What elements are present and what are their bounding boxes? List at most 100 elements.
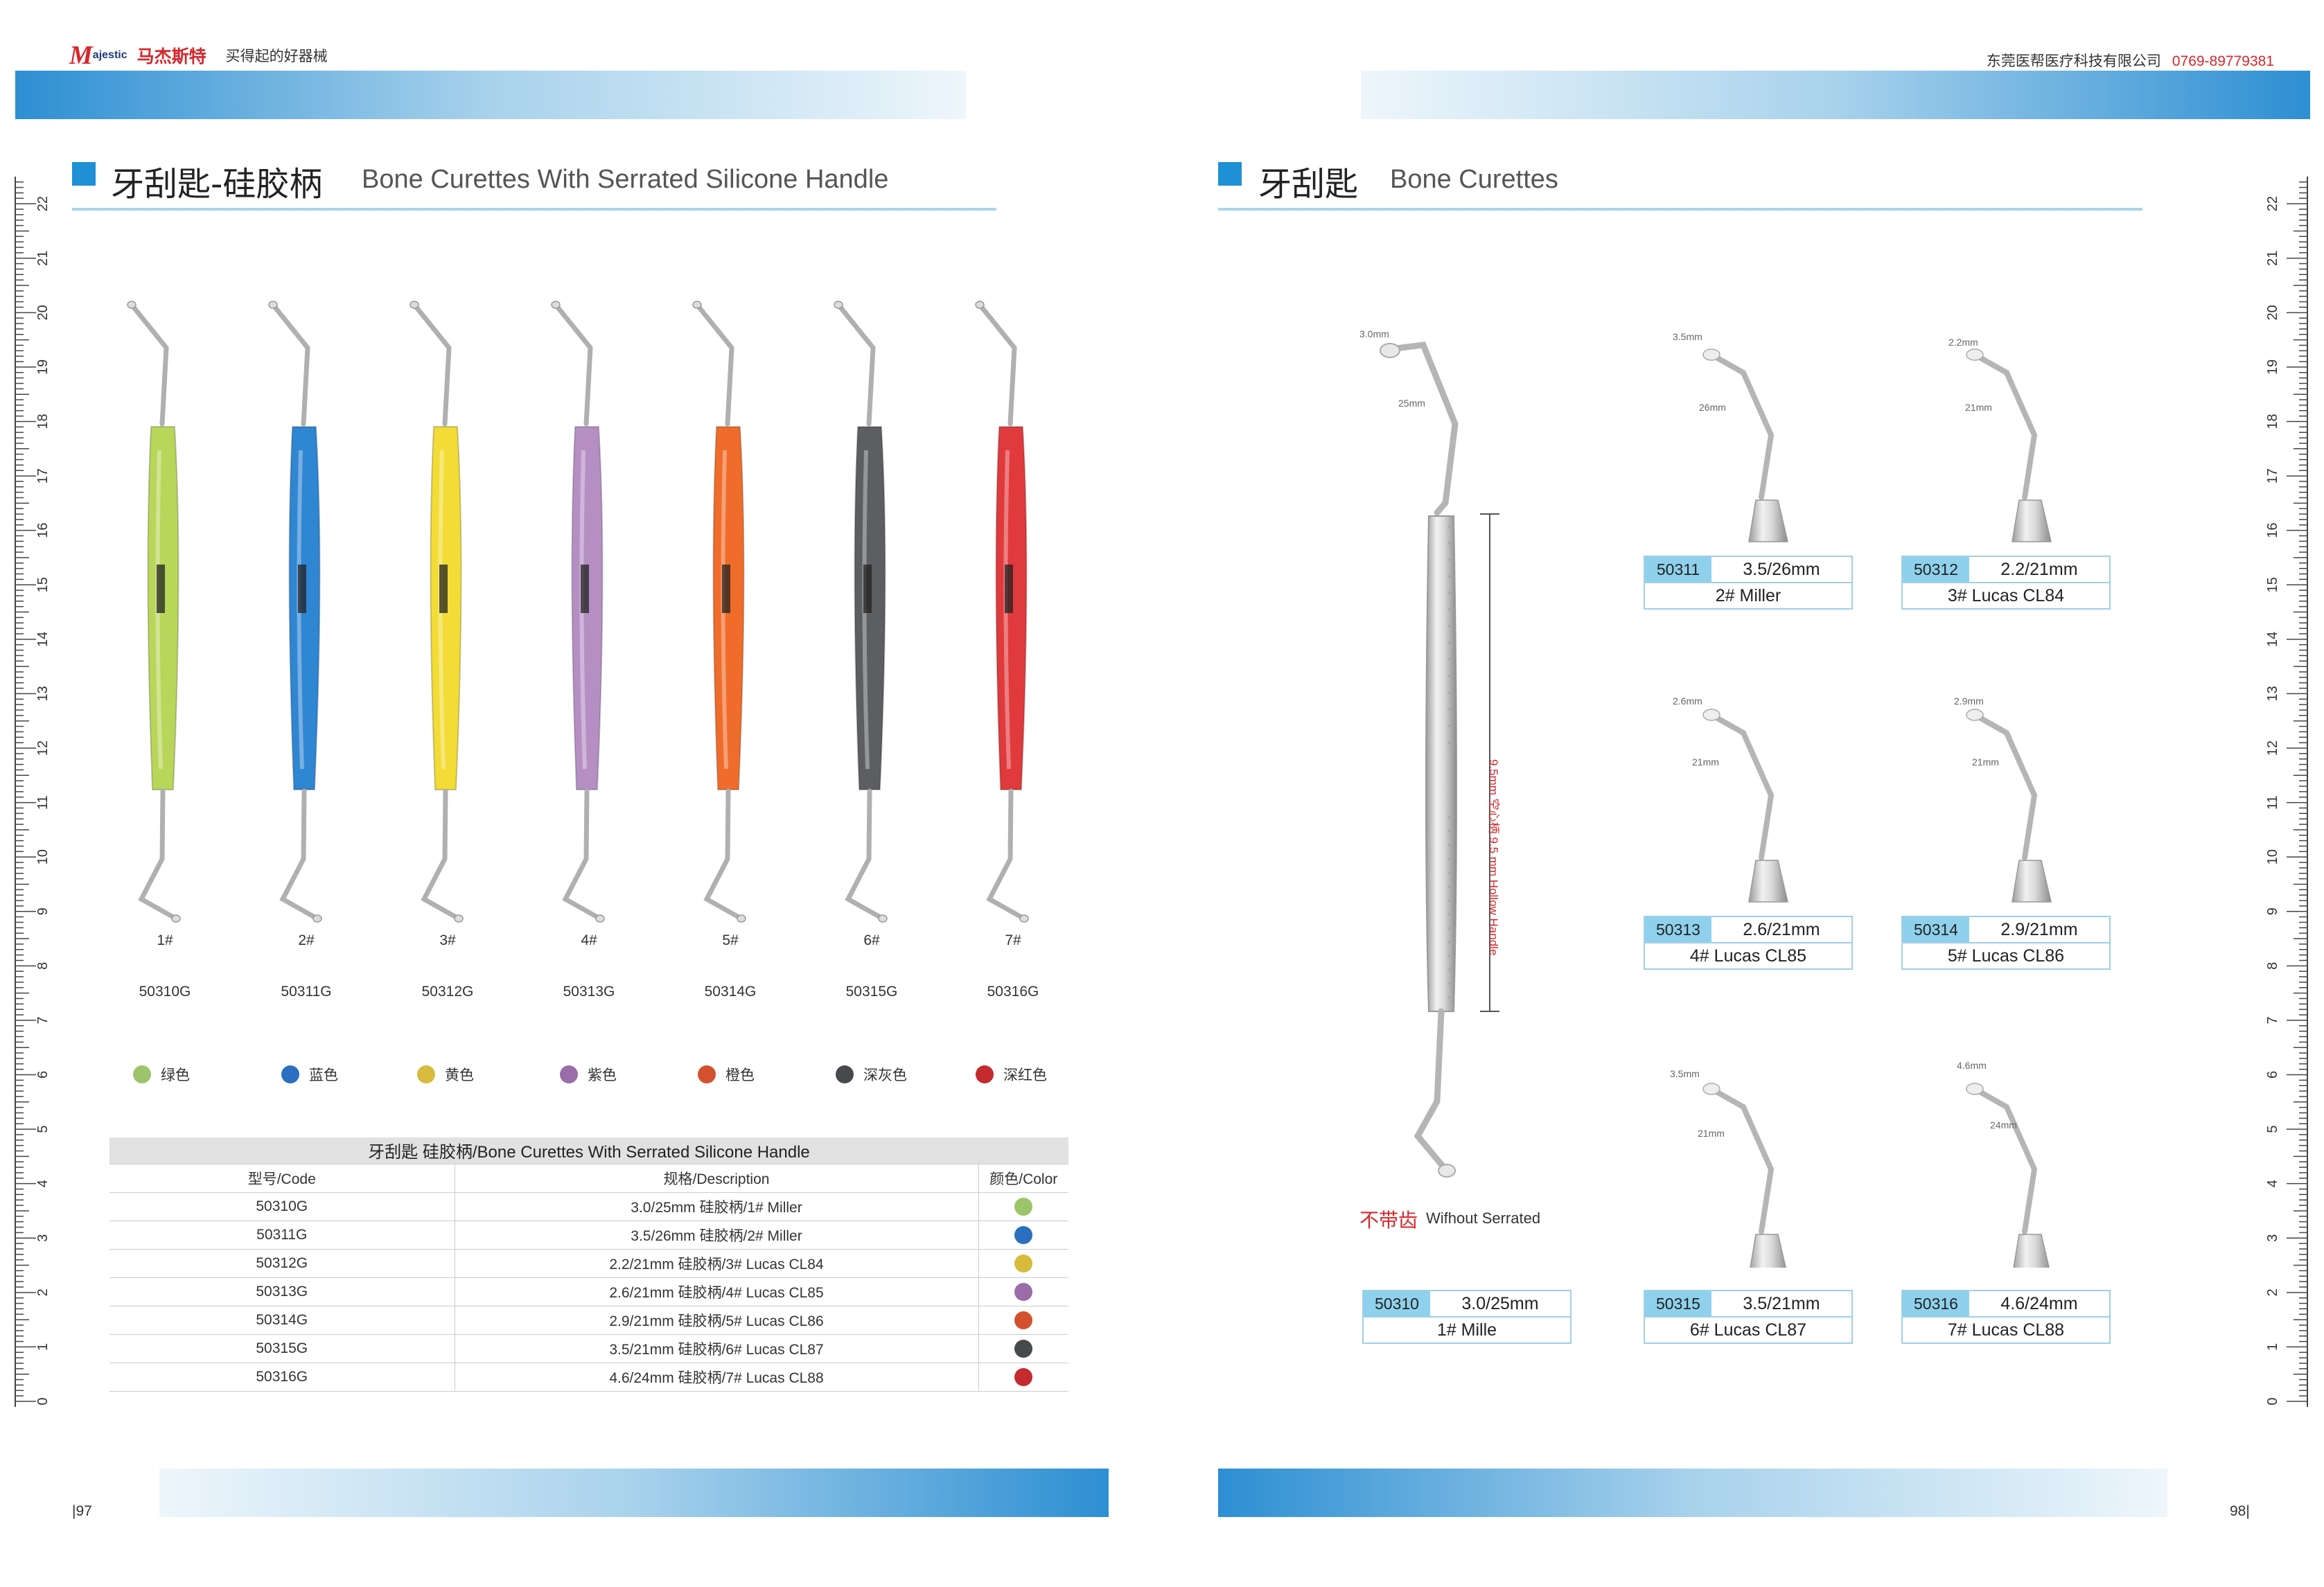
- ruler-label: 21: [2267, 251, 2280, 266]
- spec-table: 牙刮匙 硅胶柄/Bone Curettes With Serrated Sili…: [109, 1137, 1068, 1392]
- ruler-label: 16: [35, 523, 51, 538]
- color-swatch: 橙色: [698, 1064, 755, 1085]
- color-dot: [976, 1065, 994, 1083]
- ruler-label: 4: [35, 1180, 51, 1187]
- curette-tip: [1702, 1083, 1786, 1268]
- table-header-description: 规格/Description: [454, 1164, 978, 1193]
- color-dot: [698, 1065, 716, 1083]
- ruler-label: 1: [2267, 1343, 2280, 1351]
- color-dot: [133, 1065, 151, 1083]
- left-title-underline: [72, 208, 996, 211]
- table-color-dot: [1014, 1339, 1033, 1358]
- tip-dim: 2.2mm: [1948, 337, 1978, 348]
- right-title-underline: [1218, 208, 2142, 211]
- tip-dim: 21mm: [1692, 756, 1719, 768]
- ruler-label: 13: [35, 686, 51, 701]
- bottom-bar-right: [1218, 1469, 2167, 1517]
- table-color-dot: [1014, 1311, 1033, 1329]
- instrument-number: 2#: [298, 932, 315, 948]
- logo-chinese: 马杰斯特: [137, 47, 206, 67]
- ruler-label: 12: [2267, 741, 2280, 756]
- curette-instrument: [410, 301, 464, 923]
- ruler-label: 17: [35, 468, 51, 484]
- ruler-label: 0: [35, 1397, 51, 1405]
- ruler-label: 14: [35, 632, 51, 647]
- curette-instrument: [834, 301, 888, 923]
- color-swatch: 紫色: [560, 1064, 617, 1085]
- ruler-label: 6: [35, 1071, 51, 1079]
- ruler-label: 2: [2267, 1288, 2280, 1296]
- ruler-label: 8: [35, 962, 51, 970]
- ruler-label: 14: [2267, 632, 2280, 647]
- instrument-code: 50316G: [987, 984, 1039, 1000]
- curette-tip: [1702, 709, 1788, 903]
- main-curette-illustration: [1380, 342, 1499, 1178]
- instrument-code: 50310G: [139, 984, 191, 1000]
- table-header-color: 颜色/Color: [978, 1164, 1068, 1193]
- color-swatch: 黄色: [417, 1064, 474, 1085]
- section-marker-right: [1218, 162, 1242, 186]
- main-dim-tip: 3.0mm: [1359, 328, 1389, 339]
- not-serrated-cn: 不带齿: [1359, 1209, 1418, 1231]
- right-title-en: Bone Curettes: [1390, 165, 1558, 194]
- instrument-number: 1#: [157, 932, 173, 948]
- tip-dim: 26mm: [1699, 402, 1726, 413]
- silicone-handle-curettes: [127, 301, 1029, 923]
- tip-dim: 3.5mm: [1670, 1068, 1700, 1079]
- ruler-label: 11: [2267, 795, 2280, 810]
- ruler-label: 11: [35, 795, 51, 810]
- instrument-number: 4#: [581, 932, 597, 948]
- company-phone: 0769-89779381: [2172, 53, 2274, 69]
- instrument-number: 5#: [722, 932, 739, 948]
- logo-english: ajestic: [92, 49, 127, 61]
- instrument-code: 50315G: [845, 984, 898, 1000]
- table-header-code: 型号/Code: [109, 1164, 455, 1193]
- instrument-code: 50314G: [704, 984, 757, 1000]
- page-number-right: 98|: [2230, 1503, 2250, 1519]
- ruler-label: 5: [35, 1126, 51, 1133]
- ruler-label: 7: [2267, 1016, 2280, 1024]
- color-swatch: 深灰色: [836, 1064, 907, 1085]
- instrument-code: 50311G: [281, 984, 332, 1000]
- color-dot: [417, 1065, 435, 1083]
- table-color-dot: [1014, 1225, 1033, 1244]
- ruler-label: 5: [2267, 1126, 2280, 1133]
- ruler-label: 18: [35, 414, 51, 429]
- left-title-en: Bone Curettes With Serrated Silicone Han…: [362, 165, 889, 194]
- instrument-number: 3#: [439, 932, 456, 948]
- color-swatch: 绿色: [133, 1064, 190, 1085]
- instrument-code: 50313G: [563, 984, 615, 1000]
- color-dot: [560, 1065, 578, 1083]
- page-number-left: |97: [72, 1503, 92, 1519]
- color-dot: [836, 1065, 854, 1083]
- ruler-label: 15: [35, 577, 51, 592]
- left-title-cn: 牙刮匙-硅胶柄: [111, 165, 323, 204]
- ruler-label: 9: [2267, 907, 2280, 915]
- tip-dim: 21mm: [1972, 756, 1999, 768]
- right-title-cn: 牙刮匙: [1258, 165, 1359, 204]
- tip-dim: 21mm: [1965, 402, 1992, 413]
- ruler-label: 9: [35, 907, 51, 915]
- ruler-label: 3: [35, 1234, 51, 1242]
- ruler-label: 18: [2267, 414, 2280, 429]
- table-color-dot: [1014, 1282, 1033, 1301]
- hollow-handle-note: 9.5mm 空心柄 9.5 mm Hollow Handle: [1487, 759, 1500, 956]
- product-name: 1# Mille: [1436, 1320, 1497, 1340]
- ruler-label: 4: [2267, 1180, 2280, 1187]
- curette-instrument: [268, 301, 322, 923]
- ruler-label: 22: [35, 196, 51, 211]
- tip-dim: 24mm: [1990, 1119, 2017, 1131]
- curette-tip: [1966, 709, 2052, 903]
- ruler-label: 7: [35, 1016, 51, 1024]
- main-dim-length: 25mm: [1398, 398, 1425, 409]
- ruler-label: 20: [35, 305, 51, 320]
